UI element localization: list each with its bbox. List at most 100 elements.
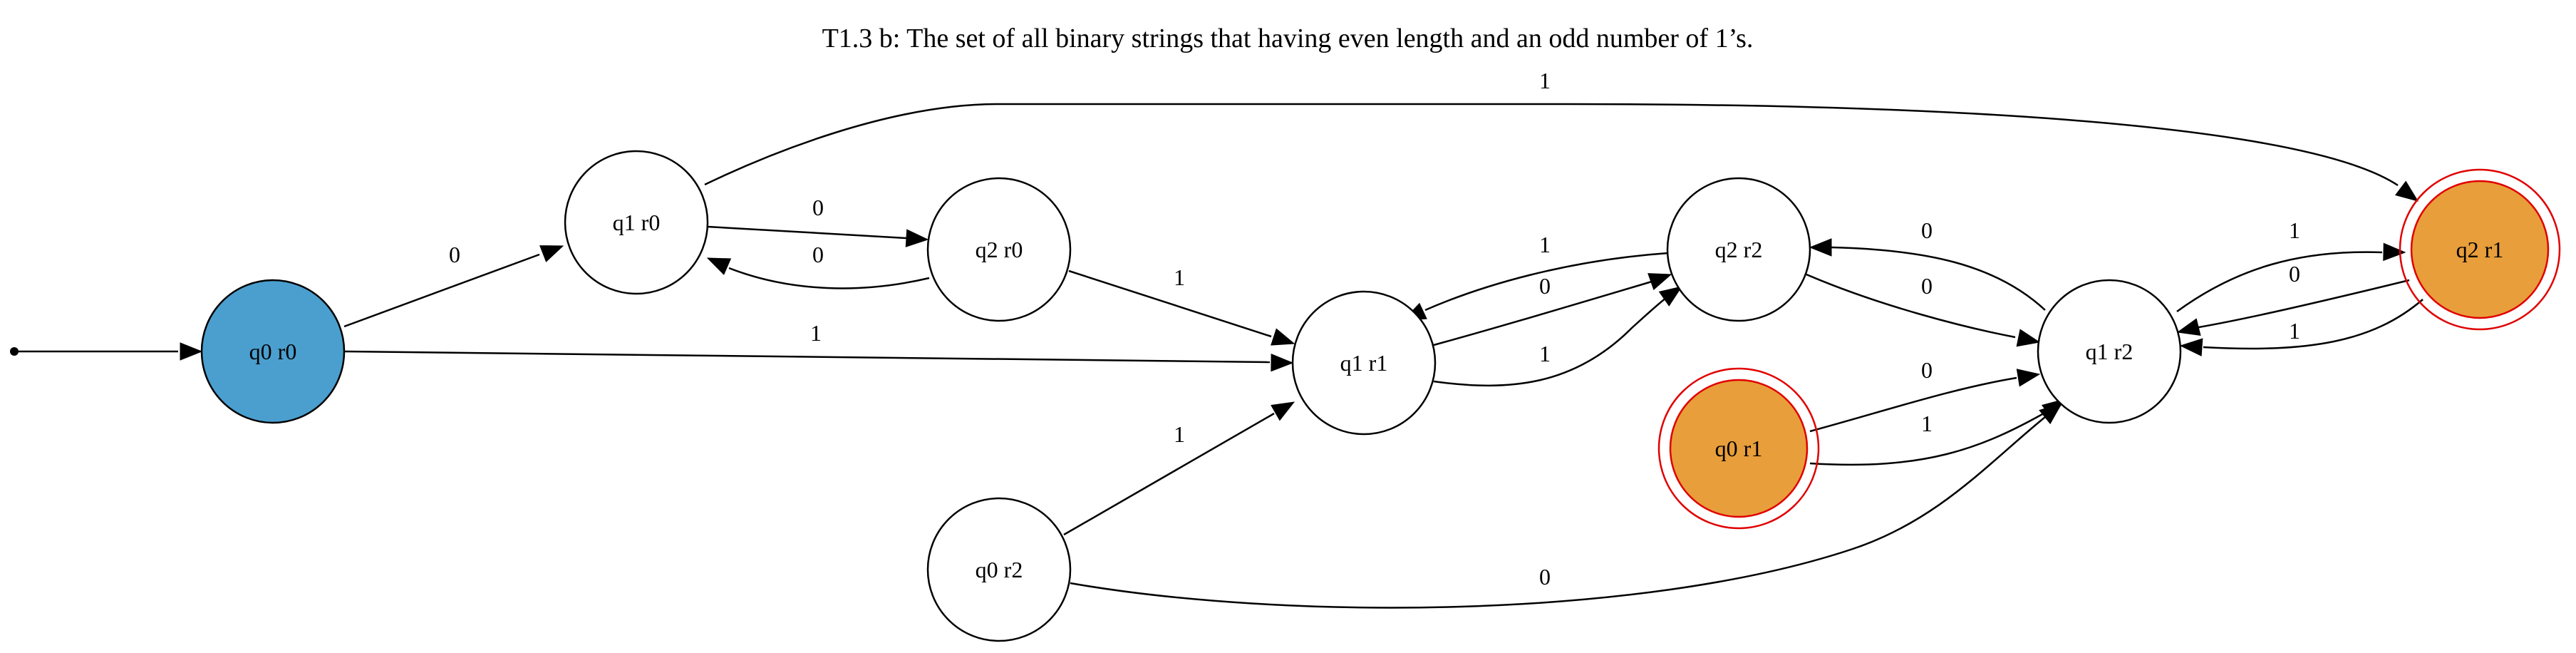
transition-arrowhead — [1271, 353, 1294, 372]
transition-line — [728, 267, 930, 289]
transition-line — [1809, 409, 2049, 466]
transition-q1r2-q2r2: 0 — [1809, 217, 2046, 311]
transition-q0r1-q1r2: 0 — [1809, 357, 2041, 433]
transition-label: 0 — [1539, 564, 1551, 590]
transition-line — [343, 253, 540, 328]
transition-label: 1 — [1539, 68, 1551, 93]
state-circle — [2410, 180, 2550, 319]
state-label: q2 r2 — [1715, 237, 1763, 262]
state-label: q2 r0 — [976, 237, 1023, 262]
transition-arrowhead — [2383, 242, 2406, 262]
state-label: q0 r2 — [976, 557, 1023, 582]
transition-q1r0-q2r1: 1 — [704, 68, 2419, 202]
transition-label: 0 — [1921, 357, 1933, 383]
transition-line — [2203, 299, 2424, 350]
transition-line — [1433, 280, 1652, 346]
transition-label: 0 — [1539, 273, 1551, 299]
state-circle — [564, 150, 709, 295]
transition-arrowhead — [706, 257, 732, 275]
transition-line — [2176, 251, 2383, 313]
transition-q0r1-q1r2: 1 — [1809, 399, 2066, 466]
transition-arrowhead — [539, 245, 564, 262]
transition-line — [1831, 246, 2046, 311]
state-label: q0 r1 — [1715, 436, 1763, 461]
transition-q2r0-q1r1: 1 — [1068, 264, 1295, 346]
transition-arrowhead — [2016, 329, 2041, 347]
transition-line — [343, 350, 1271, 364]
transition-q1r1-q2r2: 0 — [1433, 273, 1672, 346]
transition-q1r2-q2r1: 1 — [2176, 217, 2406, 313]
transition-q1r0-q2r0: 0 — [707, 195, 929, 247]
transition-line — [1070, 416, 2046, 609]
transition-arrowhead — [2016, 369, 2041, 387]
transition-label: 1 — [1539, 232, 1551, 257]
transition-label: 0 — [812, 195, 824, 220]
transition-label: 0 — [1921, 217, 1933, 243]
state-label: q1 r2 — [2086, 339, 2133, 364]
state-q1r0: q1 r0 — [564, 150, 709, 295]
state-q1r2: q1 r2 — [2037, 279, 2182, 424]
transition-arrowhead — [1647, 273, 1672, 291]
state-label: q2 r1 — [2456, 237, 2504, 262]
state-circle — [1669, 379, 1809, 518]
transition-label: 1 — [810, 320, 822, 346]
transition-line — [1809, 376, 2017, 433]
transition-line — [1068, 269, 1272, 338]
start-arrowhead — [180, 342, 203, 361]
accept-outer-ring — [2399, 168, 2561, 331]
transition-arrowhead — [2176, 318, 2201, 336]
state-circle — [2037, 279, 2182, 424]
transition-label: 0 — [1921, 273, 1933, 299]
state-label: q1 r0 — [613, 210, 661, 235]
transition-line — [1433, 297, 1667, 387]
transition-q2r1-q1r2: 1 — [2179, 299, 2424, 356]
state-q2r1: q2 r1 — [2399, 168, 2561, 331]
transition-line — [2194, 279, 2410, 329]
transition-label: 1 — [1921, 411, 1933, 436]
transition-label: 0 — [449, 242, 460, 267]
transition-label: 0 — [812, 242, 824, 267]
state-label: q0 r0 — [249, 339, 297, 364]
transition-line — [1424, 252, 1669, 312]
transition-q2r0-q1r0: 0 — [706, 242, 930, 289]
transition-line — [1806, 273, 2016, 339]
state-q2r0: q2 r0 — [926, 177, 1072, 322]
state-q0r0: q0 r0 — [200, 279, 346, 424]
state-circle — [926, 177, 1072, 322]
transition-q1r1-q2r2: 1 — [1433, 286, 1683, 387]
states-layer: q0 r0 q1 r0 q2 r0 q1 r1 q0 r2 q2 r2 q0 r1 q1 r2… — [200, 150, 2561, 642]
diagram-title: T1.3 b: The set of all binary strings th… — [822, 24, 1754, 53]
transition-line — [704, 103, 2399, 187]
state-circle — [1291, 290, 1437, 436]
transition-arrowhead — [2179, 338, 2203, 356]
transition-q0r2-q1r2: 0 — [1070, 403, 2063, 609]
transition-q0r0-q1r1: 1 — [343, 320, 1294, 372]
state-circle — [200, 279, 346, 424]
state-q2r2: q2 r2 — [1666, 177, 1811, 322]
state-label: q1 r1 — [1340, 350, 1388, 376]
state-q0r1: q0 r1 — [1657, 367, 1820, 530]
transition-line — [1063, 412, 1275, 536]
transition-arrowhead — [2394, 180, 2419, 202]
transition-q2r2-q1r2: 0 — [1806, 273, 2041, 347]
transition-arrowhead — [1809, 238, 1832, 257]
state-q1r1: q1 r1 — [1291, 290, 1437, 436]
state-circle — [1666, 177, 1811, 322]
state-circle — [926, 497, 1072, 642]
transition-arrowhead — [1658, 286, 1683, 307]
transition-arrowhead — [1271, 401, 1295, 421]
transition-q2r1-q1r2: 0 — [2176, 261, 2410, 336]
transition-line — [707, 225, 907, 240]
accept-outer-ring — [1657, 367, 1820, 530]
transition-label: 1 — [1539, 341, 1551, 366]
transition-label: 1 — [1174, 264, 1185, 290]
transition-label: 1 — [2289, 318, 2300, 344]
transition-label: 0 — [2289, 261, 2300, 287]
transition-arrowhead — [905, 229, 929, 247]
transition-arrowhead — [2041, 399, 2066, 420]
state-q0r2: q0 r2 — [926, 497, 1072, 642]
transition-q2r2-q1r1: 1 — [1402, 232, 1669, 321]
transition-label: 1 — [1174, 421, 1185, 447]
